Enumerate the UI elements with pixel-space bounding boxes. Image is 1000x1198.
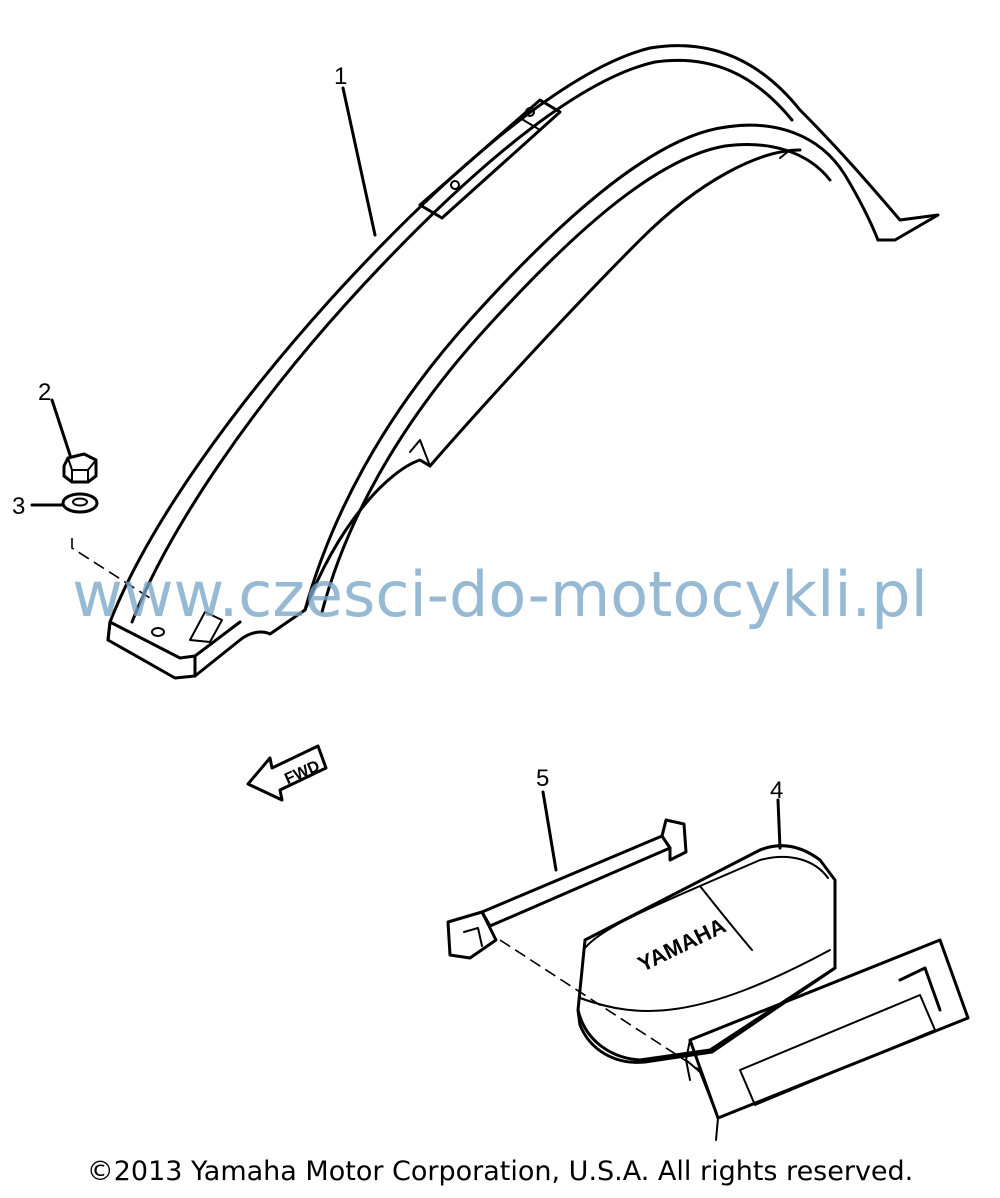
battery-holder xyxy=(685,938,970,1141)
callout-4: 4 xyxy=(770,777,783,804)
nut xyxy=(50,398,98,484)
fwd-label: FWD xyxy=(282,758,322,788)
callout-1: 1 xyxy=(334,63,347,90)
battery-box: YAMAHA xyxy=(576,798,837,1064)
copyright-notice: ©2013 Yamaha Motor Corporation, U.S.A. A… xyxy=(86,1156,914,1187)
box-brand-label: YAMAHA xyxy=(634,913,730,977)
callout-5: 5 xyxy=(536,765,549,792)
watermark-text: www.czesci-do-motocykli.pl xyxy=(72,558,928,631)
callout-2: 2 xyxy=(38,379,51,406)
fwd-arrow-icon: FWD xyxy=(246,744,328,802)
washer xyxy=(30,492,151,599)
rear-fender xyxy=(106,44,940,680)
battery-band xyxy=(446,790,701,1071)
callout-3: 3 xyxy=(12,493,25,520)
